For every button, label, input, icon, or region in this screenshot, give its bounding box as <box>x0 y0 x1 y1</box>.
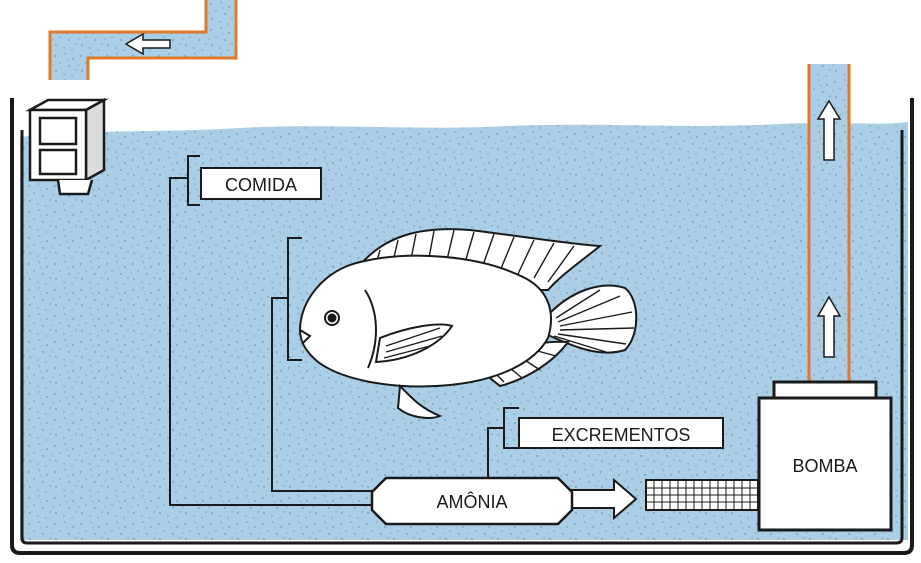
food-label-box <box>200 167 322 200</box>
connector-lines <box>169 155 519 506</box>
ammonia-box <box>370 476 574 526</box>
arrow-up-icon <box>816 295 842 358</box>
feeder-icon <box>25 97 109 196</box>
excrement-label-box <box>518 417 724 449</box>
filter-grid-icon <box>645 479 759 511</box>
arrow-right-icon <box>569 477 638 521</box>
outlet-pipe <box>807 64 851 382</box>
food-label: COMIDA <box>225 175 297 195</box>
aquarium-tank-inner <box>20 130 904 545</box>
fish-icon <box>298 228 638 419</box>
arrow-left-icon <box>124 32 171 56</box>
ammonia-label: AMÔNIA <box>436 491 507 512</box>
return-pipe <box>48 0 238 80</box>
excrement-label: EXCREMENTOS <box>552 425 691 445</box>
pump-label: BOMBA <box>792 456 857 476</box>
arrow-up-icon <box>816 99 842 161</box>
aquarium-tank <box>10 98 914 555</box>
pump <box>757 380 893 532</box>
